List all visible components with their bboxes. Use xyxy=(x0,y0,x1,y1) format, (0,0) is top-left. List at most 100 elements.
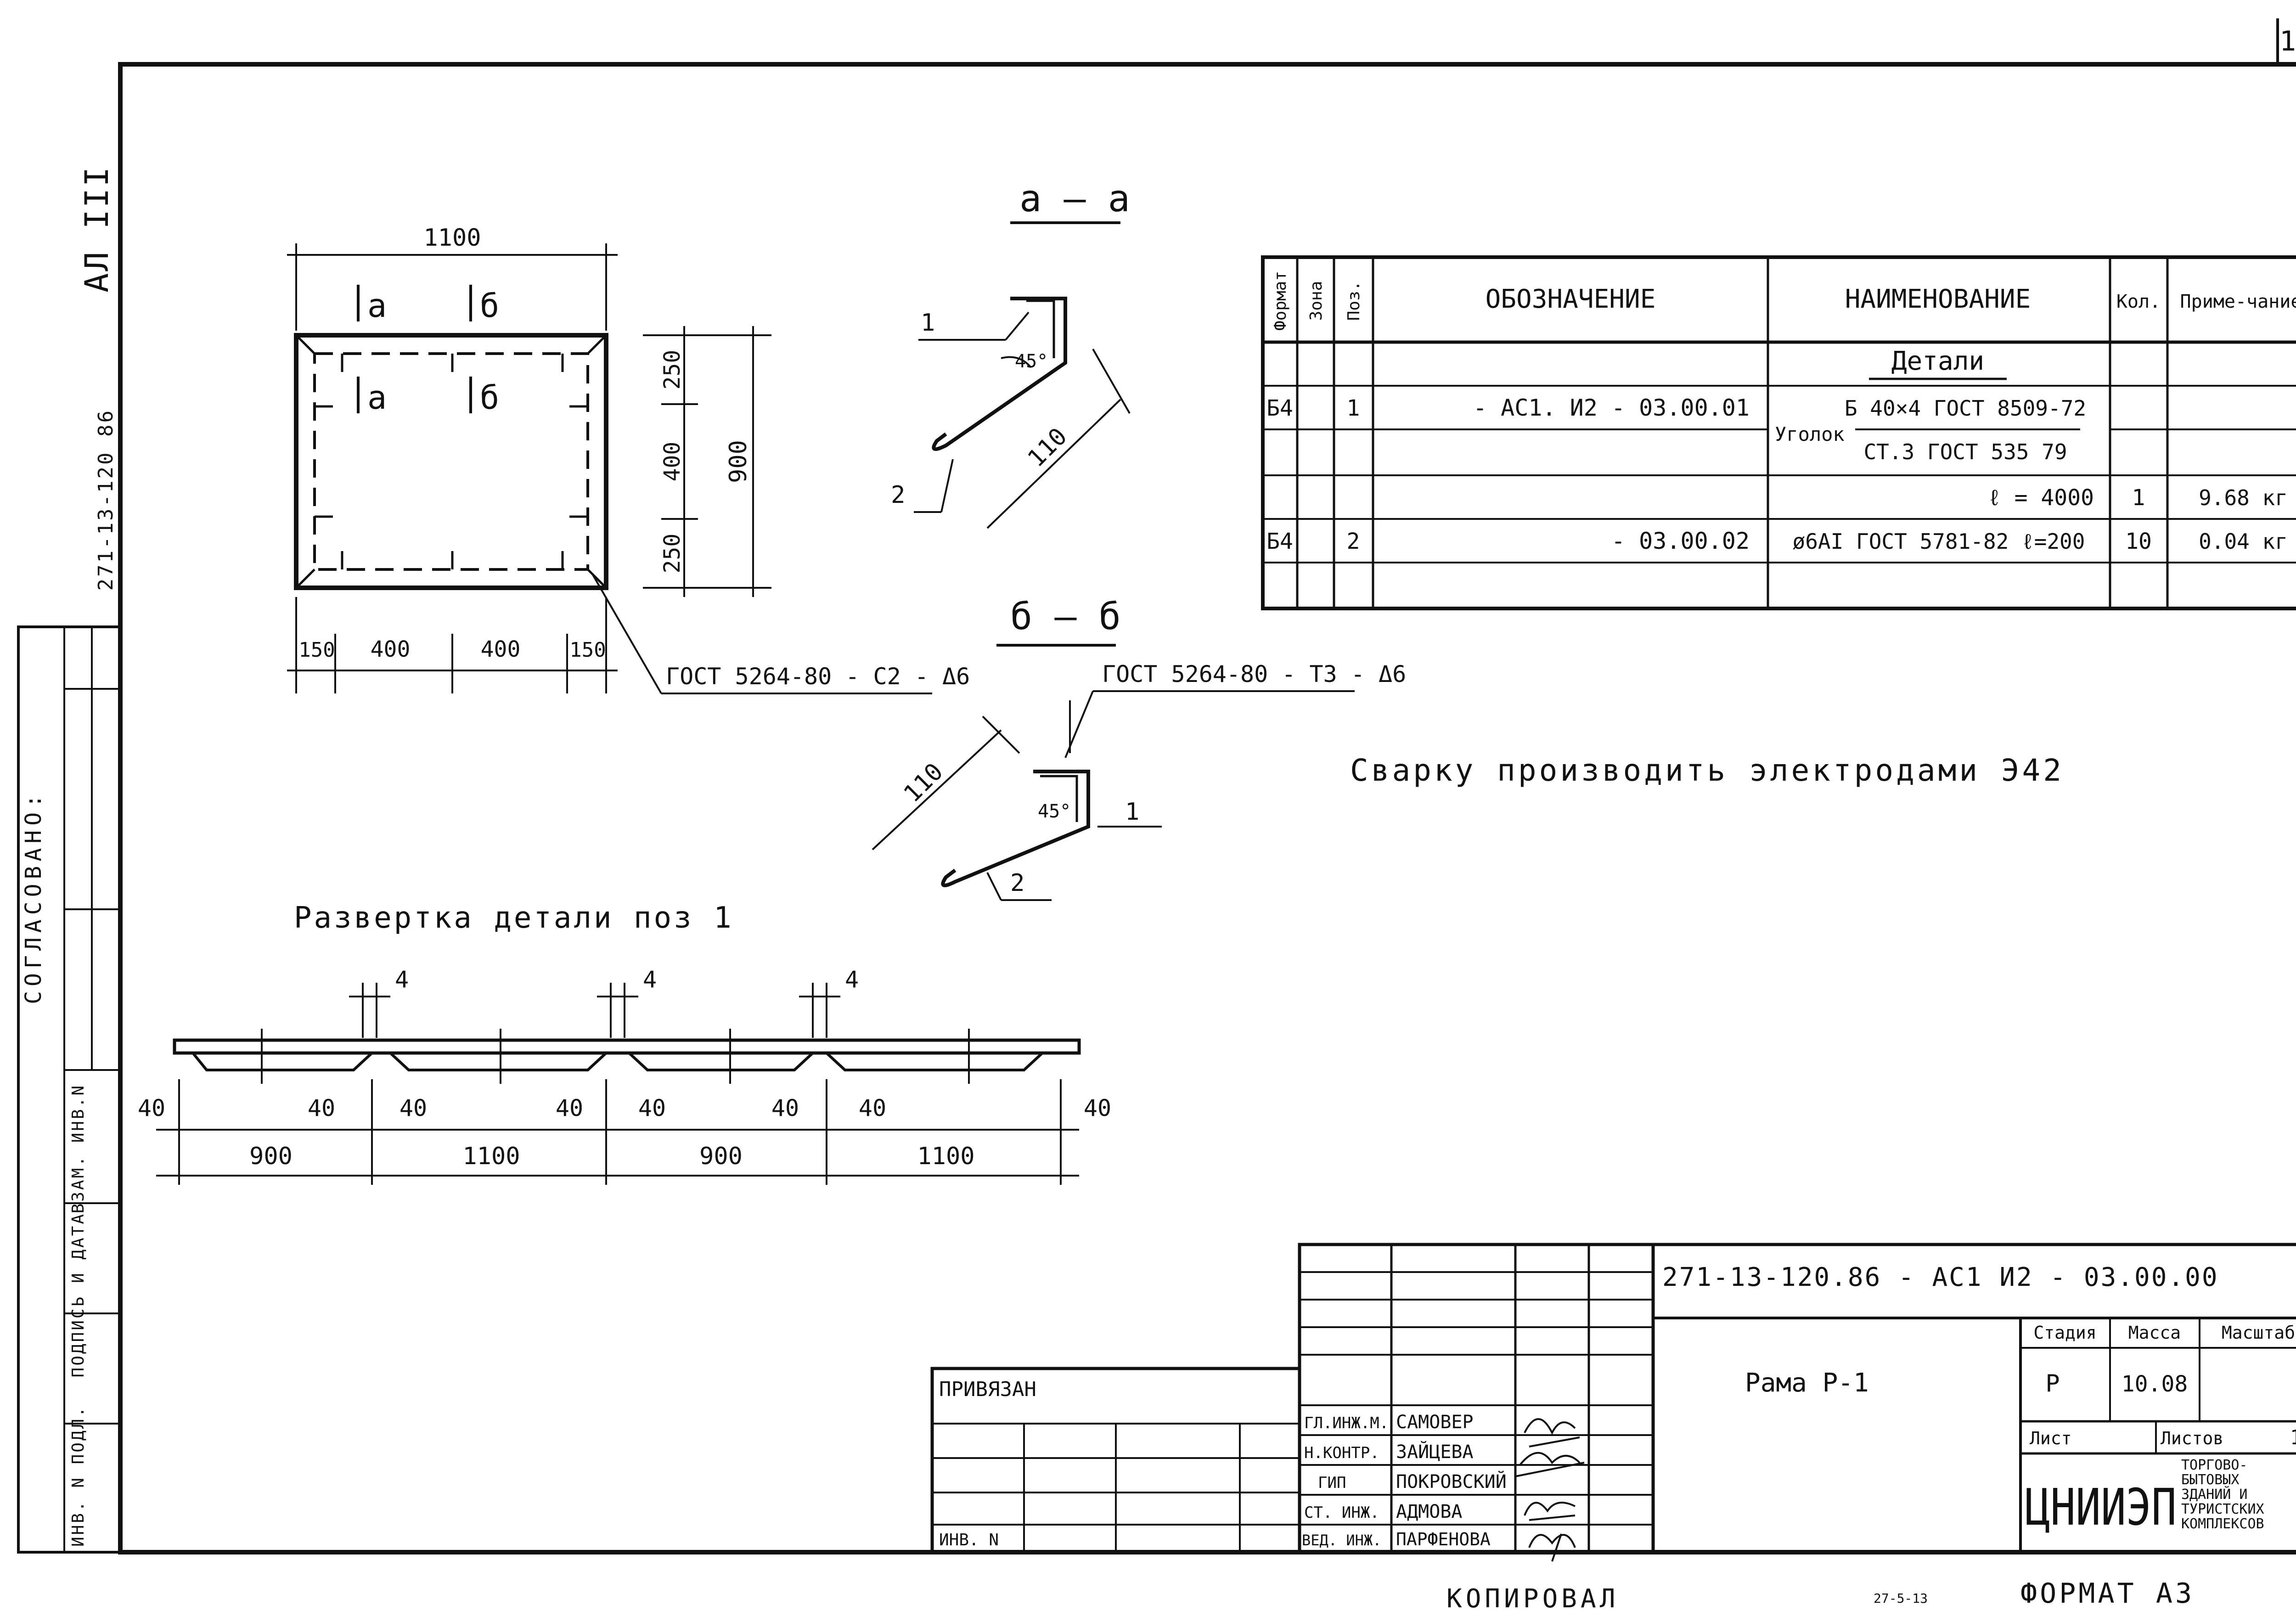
row2-pos: 2 xyxy=(1347,529,1360,554)
unfold-title: Развертка детали поз 1 xyxy=(294,901,734,935)
section-bb-pos2: 2 xyxy=(1010,869,1024,897)
dim-bottom-4: 150 xyxy=(569,638,606,662)
staff-role-3: ГИП xyxy=(1318,1474,1346,1492)
row1-format: Б4 xyxy=(1266,395,1293,421)
gap-3: 4 xyxy=(845,966,859,993)
left-strip xyxy=(17,625,122,1554)
signature-2 xyxy=(1515,1452,1585,1477)
org-desc-1: ТОРГОВО- xyxy=(2181,1457,2248,1473)
header-name: НАИМЕНОВАНИЕ xyxy=(1845,284,2031,314)
section-aa-angle: 45° xyxy=(1015,351,1048,372)
signature-4 xyxy=(1528,1533,1576,1562)
spec-section-title: Детали xyxy=(1891,346,1984,376)
org-desc-3: ЗДАНИЙ И xyxy=(2181,1486,2248,1503)
row2-name: ø6АI ГОСТ 5781-82 ℓ=200 xyxy=(1793,529,2085,554)
row1-length: ℓ = 4000 xyxy=(1988,485,2094,511)
row1-name-bottom: СТ.3 ГОСТ 535 79 xyxy=(1863,439,2067,464)
header-note: Приме-чание xyxy=(2180,291,2296,312)
sheets-label: Листов xyxy=(2161,1428,2223,1448)
section-aa-length: 110 xyxy=(1023,422,1073,473)
section-bb: б — б ГОСТ 5264-80 - Т3 - Δ6 45° 1 2 110 xyxy=(872,595,1406,901)
dim-seg-top: 250 xyxy=(659,350,685,390)
cut-a-top: a xyxy=(367,287,387,325)
dim-width: 1100 xyxy=(423,224,481,252)
row1-designation: - АС1. И2 - 03.00.01 xyxy=(1473,394,1750,421)
dim-bottom-2: 400 xyxy=(371,636,411,662)
scale-label: Масштаб xyxy=(2222,1323,2295,1343)
agreed-label: СОГЛАСОВАНО: xyxy=(21,790,46,1004)
staff-name-4: АДМОВА xyxy=(1396,1501,1463,1522)
dim-height: 900 xyxy=(725,440,752,483)
title-block: ПРИВЯЗАН ИНВ. N ГЛ.ИНЖ.М. САМОВЕР Н.КОНТ… xyxy=(930,1243,2296,1562)
weld-instruction: Сварку производить электродами Э42 xyxy=(1350,753,2064,788)
dim-bottom-3: 400 xyxy=(481,636,521,662)
cut-b-top: б xyxy=(480,287,499,325)
row2-format: Б4 xyxy=(1266,529,1293,554)
unfold-drawing: Развертка детали поз 1 4 4 4 40 40 40 xyxy=(138,901,1111,1185)
weld-note-t3: ГОСТ 5264-80 - Т3 - Δ6 xyxy=(1102,661,1406,687)
org-desc-2: БЫТОВЫХ xyxy=(2181,1472,2239,1488)
row2-qty: 10 xyxy=(2125,529,2152,554)
length-2: 1100 xyxy=(462,1143,520,1170)
weld-note-c2: ГОСТ 5264-80 - С2 - Δ6 xyxy=(666,663,970,690)
staff-role-2: Н.КОНТР. xyxy=(1304,1444,1379,1462)
cut-b-mid: б xyxy=(480,379,499,417)
notch-4: 40 xyxy=(638,1095,666,1121)
notch-3: 40 xyxy=(556,1095,583,1121)
length-1: 900 xyxy=(249,1143,293,1170)
row1-pos: 1 xyxy=(1347,395,1360,421)
signature-1 xyxy=(1524,1418,1580,1447)
small-mark: 27-5-13 xyxy=(1874,1591,1928,1606)
section-aa-title: a — a xyxy=(1019,177,1130,220)
bound-label: ПРИВЯЗАН xyxy=(939,1378,1036,1401)
section-aa-pos1: 1 xyxy=(921,309,935,337)
drawing-code: 271-13-120.86 - АС1 И2 - 03.00.00 xyxy=(1662,1262,2219,1292)
section-bb-title: б — б xyxy=(1010,595,1121,638)
length-4: 1100 xyxy=(917,1143,974,1170)
notch-1: 40 xyxy=(308,1095,335,1121)
drawing-name: Рама Р-1 xyxy=(1745,1368,1869,1398)
staff-name-1: САМОВЕР xyxy=(1396,1412,1474,1433)
section-aa: a — a 45° 1 2 110 xyxy=(891,177,1131,529)
edge-left: 40 xyxy=(138,1095,165,1121)
staff-role-4: СТ. ИНЖ. xyxy=(1304,1504,1379,1522)
header-zone: Зона xyxy=(1307,281,1326,321)
gap-1: 4 xyxy=(395,966,409,993)
header-pos: Поз. xyxy=(1345,281,1363,321)
inv-label: ИНВ. N xyxy=(939,1531,999,1549)
inv-replace-label: ВЗАМ. ИНВ.N xyxy=(69,1084,88,1214)
inv-orig-label: ИНВ. N ПОДЛ. xyxy=(69,1405,88,1547)
sheets-value: 1 xyxy=(2290,1426,2296,1449)
row1-note: 9.68 кг xyxy=(2199,485,2288,510)
row1-name-top: Б 40×4 ГОСТ 8509-72 xyxy=(1845,396,2086,421)
signature-3 xyxy=(1524,1502,1576,1521)
gap-2: 4 xyxy=(643,966,657,993)
sheet-label: Лист xyxy=(2030,1428,2072,1448)
spec-table: Формат Зона Поз. ОБОЗНАЧЕНИЕ НАИМЕНОВАНИ… xyxy=(1261,255,2296,610)
header-designation: ОБОЗНАЧЕНИЕ xyxy=(1486,284,1656,314)
notch-5: 40 xyxy=(771,1095,799,1121)
page-number: 11 xyxy=(2279,25,2296,57)
mass-value: 10.08 xyxy=(2122,1371,2188,1397)
section-bb-angle: 45° xyxy=(1038,801,1071,822)
dim-seg-bot: 250 xyxy=(659,534,685,574)
stage-value: Р xyxy=(2045,1370,2060,1397)
album-label: АЛ III xyxy=(78,165,116,293)
dim-bottom-1: 150 xyxy=(298,638,335,662)
staff-name-5: ПАРФЕНОВА xyxy=(1396,1529,1491,1549)
stage-label: Стадия xyxy=(2033,1323,2096,1343)
row2-designation: - 03.00.02 xyxy=(1611,528,1750,554)
format-label: ФОРМАТ А3 xyxy=(2020,1577,2195,1610)
org-desc-4: ТУРИСТСКИХ xyxy=(2181,1501,2264,1517)
mass-label: Масса xyxy=(2128,1323,2181,1343)
staff-role-1: ГЛ.ИНЖ.М. xyxy=(1304,1414,1389,1432)
section-bb-pos1: 1 xyxy=(1125,798,1139,826)
header-format: Формат xyxy=(1271,271,1290,331)
section-aa-pos2: 2 xyxy=(891,481,905,509)
row2-note: 0.04 кг xyxy=(2199,529,2288,554)
org-desc-5: КОМПЛЕКСОВ xyxy=(2181,1516,2264,1532)
dim-seg-mid: 400 xyxy=(659,442,685,482)
side-code: 271-13-120 86 xyxy=(94,409,118,591)
section-bb-length: 110 xyxy=(899,758,949,808)
